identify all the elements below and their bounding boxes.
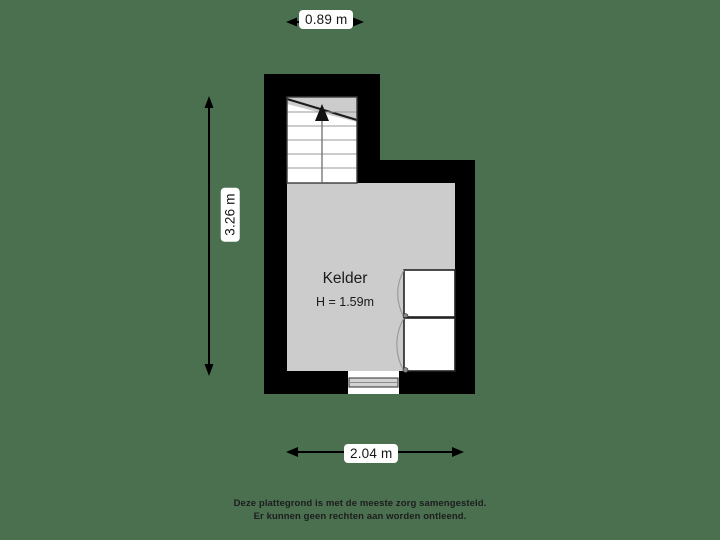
dimension-label-top: 0.89 m xyxy=(299,10,354,29)
cabinet-lower-hinge-icon xyxy=(402,367,409,373)
room-height-label: H = 1.59m xyxy=(315,295,374,309)
dimension-label-left: 3.26 m xyxy=(220,187,240,242)
window-bottom-wall xyxy=(348,371,399,394)
cabinet-lower xyxy=(396,317,456,373)
footer-line-1: Deze plattegrond is met de meeste zorg s… xyxy=(233,498,487,509)
footer-line-2: Er kunnen geen rechten aan worden ontlee… xyxy=(253,510,467,522)
staircase xyxy=(286,96,358,184)
dimension-line-left xyxy=(204,96,214,376)
stair-direction-arrow-icon xyxy=(315,104,329,121)
cabinet-upper xyxy=(397,269,456,319)
room-name-label: Kelder xyxy=(322,270,368,287)
dimension-label-bottom: 2.04 m xyxy=(344,444,399,463)
footer-disclaimer: Deze plattegrond is met de meeste zorg s… xyxy=(0,498,720,523)
